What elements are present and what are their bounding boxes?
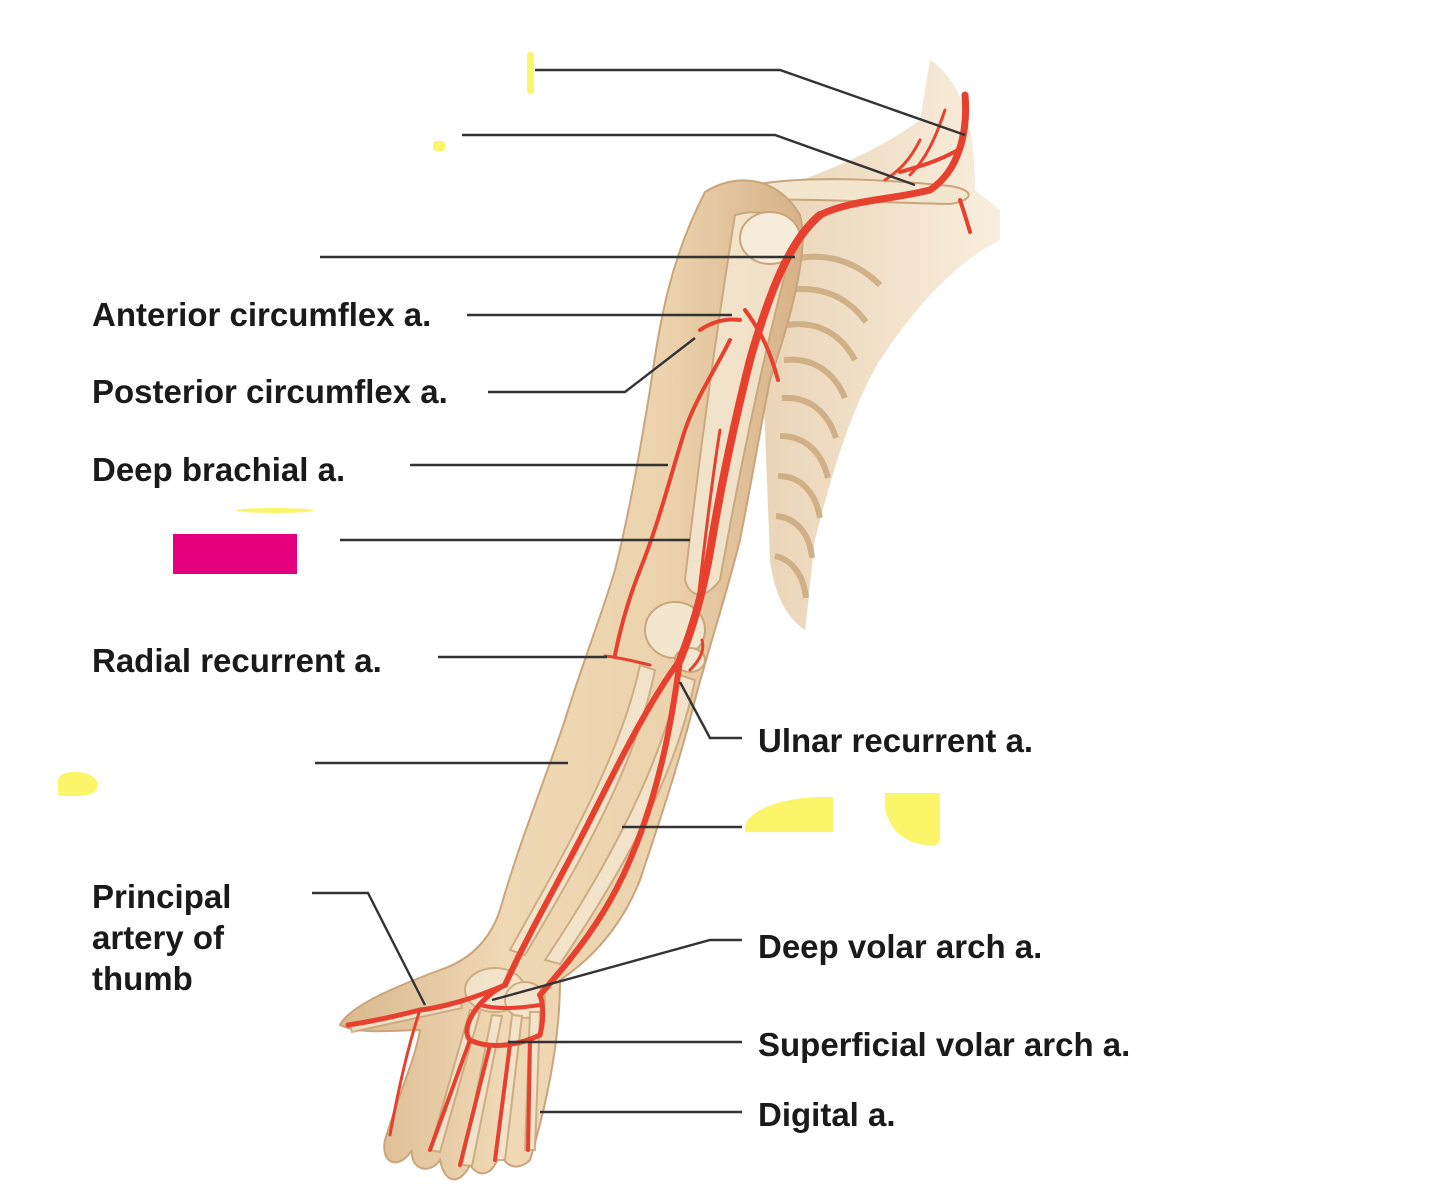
leader-line-posterior-circumflex [488,337,696,394]
ulna-bone [543,673,697,966]
leader-line-axillary [462,133,916,187]
radius-bone [508,663,657,957]
label-radial-recurrent: Radial recurrent a. [92,642,382,679]
highlight-mark-brachial [236,508,314,513]
leader-line-principal-thumb [312,891,427,1006]
highlight-mark-radial [58,772,98,796]
highlight-mark-subclavian [527,52,534,94]
label-deep-volar-arch: Deep volar arch a. [758,928,1043,965]
label-ulnar-recurrent: Ulnar recurrent a. [758,722,1034,759]
arteries [345,91,972,1167]
label-digital: Digital a. [758,1096,896,1133]
label-deep-brachial: Deep brachial a. [92,451,346,488]
rib-cage [774,253,883,599]
leader-line-deep-volar [491,938,742,1002]
leader-line-ulnar-recurrent [678,681,742,740]
label-anterior-circumflex: Anterior circumflex a. [92,296,432,333]
clavicle [738,178,970,206]
label-posterior-circumflex: Posterior circumflex a. [92,373,448,410]
label-superficial-volar-arch: Superficial volar arch a. [758,1026,1131,1063]
highlight-mark-axillary [433,141,445,151]
leader-lines [312,68,966,1114]
leader-line-subclavian [535,68,966,137]
redacted-label-box [173,534,297,574]
label-principal-artery-thumb: Principal artery of thumb [92,878,232,997]
